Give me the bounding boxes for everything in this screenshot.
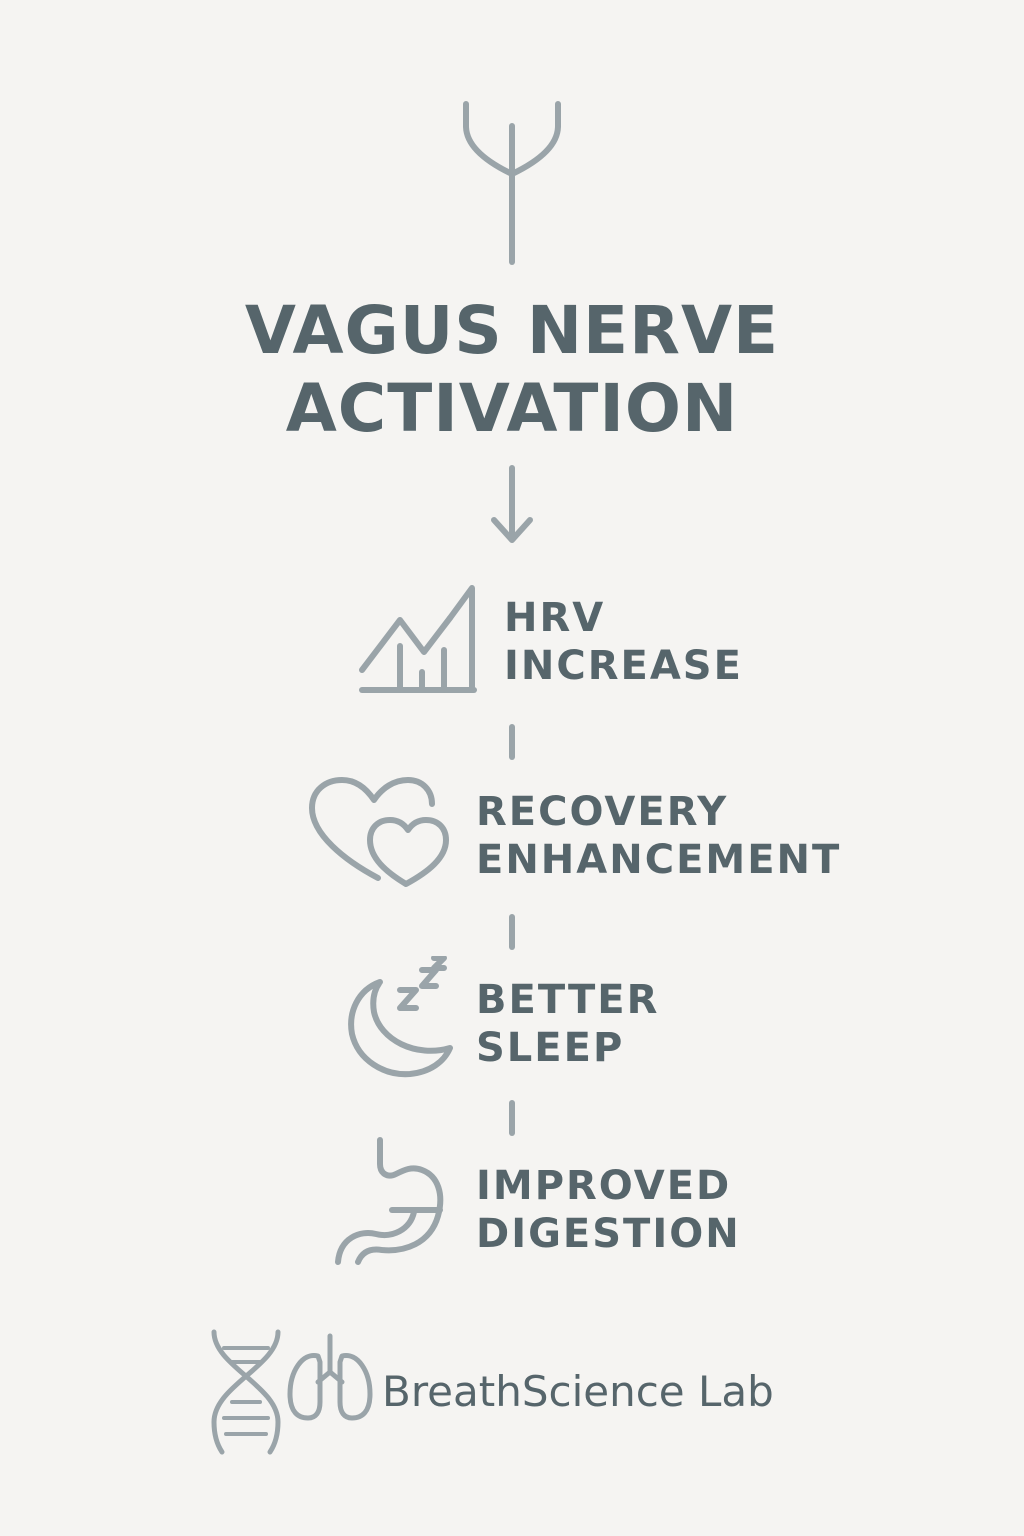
- connector-dash: [509, 724, 515, 760]
- item-label-sleep: BETTER SLEEP: [476, 976, 659, 1072]
- title-line-1: VAGUS NERVE: [244, 292, 780, 369]
- item-line-1: IMPROVED: [476, 1163, 732, 1209]
- item-line-1: HRV: [504, 595, 606, 641]
- item-line-2: INCREASE: [504, 643, 743, 689]
- arrow-down-icon: [491, 465, 533, 543]
- brand-name: BreathScience Lab: [382, 1367, 774, 1416]
- item-line-1: BETTER: [476, 977, 660, 1023]
- lungs-icon: [287, 1333, 373, 1421]
- item-line-2: DIGESTION: [476, 1211, 741, 1257]
- chart-growth-icon: [359, 585, 477, 693]
- moon-sleep-icon: [348, 956, 453, 1078]
- item-label-recovery: RECOVERY ENHANCEMENT: [476, 788, 841, 884]
- connector-dash: [509, 1100, 515, 1136]
- item-line-1: RECOVERY: [476, 789, 729, 835]
- hearts-icon: [309, 777, 449, 887]
- page-title: VAGUS NERVE ACTIVATION: [0, 292, 1024, 448]
- item-label-digestion: IMPROVED DIGESTION: [476, 1162, 741, 1258]
- connector-dash: [509, 914, 515, 950]
- item-line-2: SLEEP: [476, 1025, 625, 1071]
- dna-icon: [211, 1329, 281, 1455]
- nerve-icon: [463, 101, 561, 265]
- item-line-2: ENHANCEMENT: [476, 837, 842, 883]
- item-label-hrv: HRV INCREASE: [504, 594, 743, 690]
- stomach-icon: [335, 1137, 444, 1265]
- title-line-2: ACTIVATION: [285, 370, 739, 447]
